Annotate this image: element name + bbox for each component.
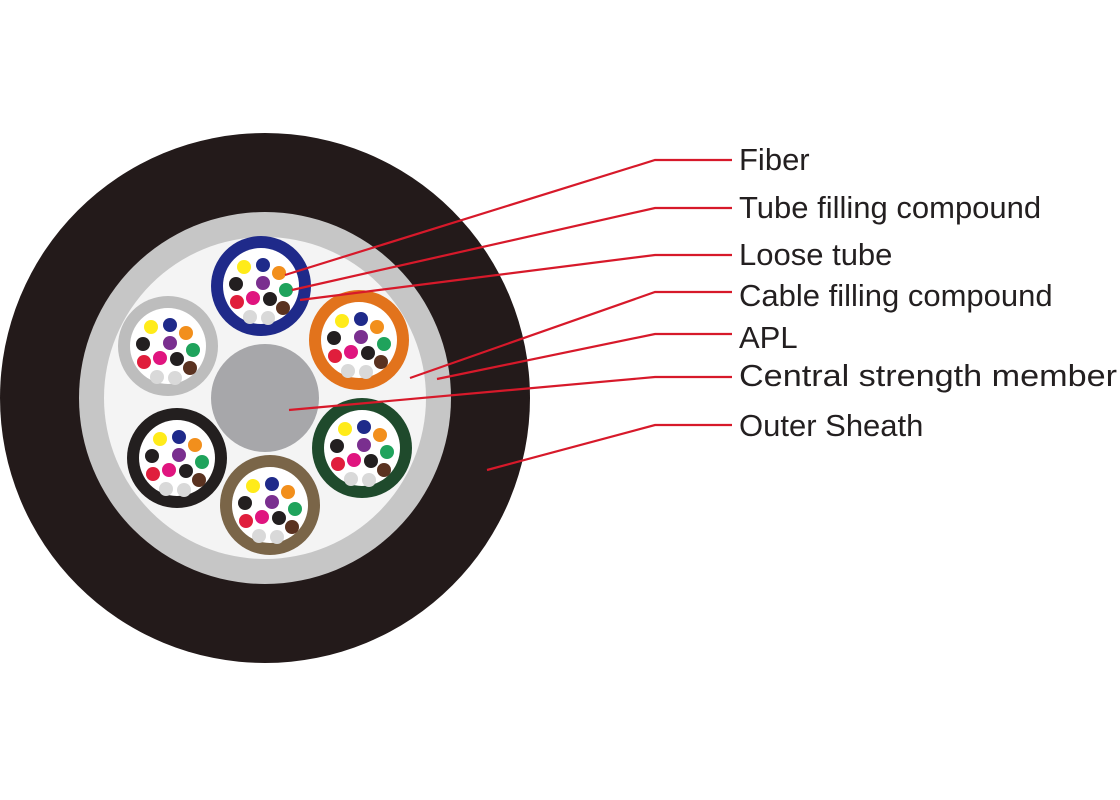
leader-line-fiber (284, 158, 732, 277)
label-tube-filling-compound: Tube filling compound (739, 190, 1041, 225)
loose-tube-black (127, 408, 227, 508)
loose-tube-orange (309, 290, 409, 390)
loose-tube-brown (220, 455, 320, 555)
fiber-bundle (327, 312, 391, 379)
loose-tube-blue (211, 236, 311, 336)
loose-tube-dark-green (312, 398, 412, 498)
fiber-bundle (330, 420, 394, 487)
label-outer-sheath: Outer Sheath (739, 408, 923, 443)
label-cable-filling-compound: Cable filling compound (739, 278, 1053, 313)
label-fiber: Fiber (739, 142, 810, 177)
fiber-bundle (136, 318, 200, 385)
leader-line-tube-filling-compound (291, 206, 732, 292)
loose-tube-gray (118, 296, 218, 396)
leader-line-cable-filling-compound (409, 290, 732, 380)
fiber-bundle (145, 430, 209, 497)
label-central-strength-member: Central strength member (739, 358, 1117, 393)
fiber-bundle (238, 477, 302, 544)
leader-line-central-strength-member (288, 375, 732, 412)
central-strength-member (211, 344, 319, 452)
leader-line-apl (436, 332, 732, 381)
leader-line-loose-tube (299, 253, 732, 302)
leader-line-outer-sheath (486, 423, 732, 472)
label-apl: APL (739, 320, 798, 355)
fiber-bundle (229, 258, 293, 325)
label-loose-tube: Loose tube (739, 237, 892, 272)
